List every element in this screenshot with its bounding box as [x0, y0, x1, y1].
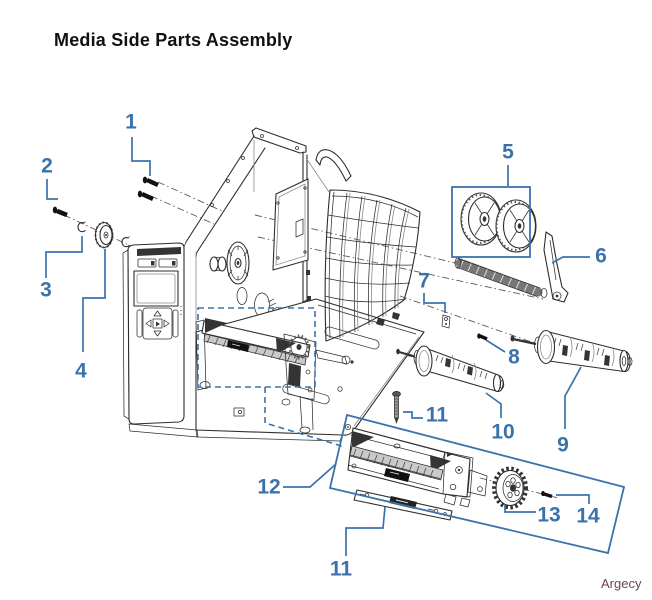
gear-13 [492, 466, 528, 510]
printer-chassis [183, 127, 311, 332]
printhead-assembly-in-situ [195, 318, 354, 434]
fasteners-left [52, 176, 159, 249]
item12-detail-box [328, 413, 626, 555]
item12-connector [264, 387, 346, 448]
callout-label-14-14: 14 [576, 504, 600, 528]
callout-leader-12 [283, 463, 337, 488]
callout-leader-11 [345, 506, 386, 556]
callout-leader-1 [131, 137, 151, 176]
callout-label-12-12: 12 [257, 475, 281, 499]
sensor-bracket-7 [441, 314, 451, 329]
callout-label-5-4: 5 [502, 140, 514, 164]
callout-leader-8 [485, 339, 506, 353]
control-panel [122, 242, 199, 438]
panel-display [133, 270, 179, 307]
retaining-clip-3 [77, 221, 86, 233]
callout-leader-3 [45, 236, 83, 278]
electronics-plate [272, 178, 309, 271]
spindle-9 [510, 329, 633, 373]
callout-label-9-8: 9 [557, 433, 569, 457]
callout-leader-7 [423, 293, 446, 313]
panel-navpad [136, 307, 179, 340]
callout-label-8-7: 8 [508, 345, 520, 369]
screw-11 [392, 391, 401, 424]
callout-label-13-13: 13 [537, 503, 561, 527]
callout-label-6-5: 6 [595, 244, 607, 268]
callout-leader-6 [551, 256, 590, 264]
media-door-grille [305, 149, 421, 342]
callout-label-7-6: 7 [418, 269, 430, 293]
spindle-10 [396, 345, 505, 393]
callout-leader-14 [556, 494, 590, 504]
callout-label-11-10: 11 [425, 403, 449, 427]
screw-1b [137, 190, 154, 202]
callout-label-3-2: 3 [40, 278, 52, 302]
callout-leader-10 [485, 392, 502, 418]
knob-4 [94, 221, 114, 249]
lever-6 [540, 231, 569, 303]
watermark: Argecy [601, 576, 642, 591]
callout-leader-4 [82, 249, 106, 352]
page-title: Media Side Parts Assembly [54, 30, 293, 50]
screw-1a [142, 176, 159, 188]
screw-2 [52, 206, 68, 218]
callout-leader-2 [46, 179, 58, 200]
callout-label-2-1: 2 [41, 154, 53, 178]
screw-8 [477, 333, 488, 341]
callout-label-10-9: 10 [491, 420, 515, 444]
callout-leader-11 [403, 411, 423, 419]
callout-label-11-11: 11 [329, 557, 353, 581]
media-roller [454, 257, 543, 297]
handwheel [209, 241, 250, 285]
callout-leader-13 [504, 505, 536, 513]
screw-14 [541, 490, 553, 499]
callout-label-4-3: 4 [75, 359, 87, 383]
callout-leader-9 [564, 366, 582, 429]
retaining-clip-small [121, 236, 130, 248]
callout-label-1-0: 1 [125, 110, 137, 134]
item12-source-box [197, 307, 316, 388]
item5-box [451, 186, 531, 258]
